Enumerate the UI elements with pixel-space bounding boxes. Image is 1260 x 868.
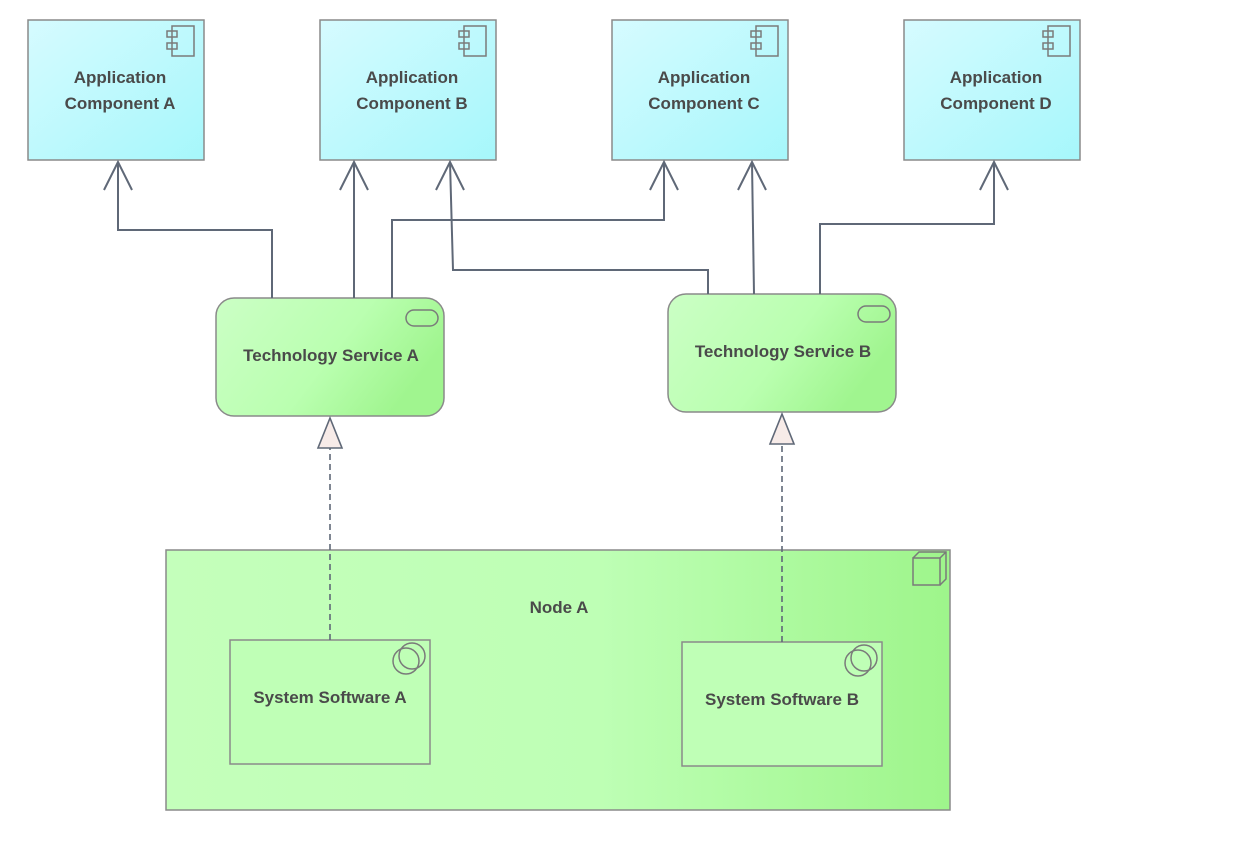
system-software-icon [844, 644, 878, 677]
component-icon [166, 25, 195, 57]
app-component-a-line2: Component A [65, 94, 176, 113]
app-component-b-line2: Component B [356, 94, 467, 113]
realization-connector[interactable] [768, 411, 796, 642]
tech-service-b[interactable]: Technology Service B [667, 293, 897, 413]
system-software-b-label: System Software B [705, 690, 859, 709]
node-label: Node A [530, 598, 589, 617]
app-component-d-line1: Application [950, 68, 1043, 87]
app-component-c[interactable]: Application Component C [611, 19, 789, 161]
serving-connector[interactable] [103, 159, 273, 298]
system-software-a[interactable]: System Software A [229, 639, 431, 765]
app-component-a[interactable]: Application Component A [27, 19, 205, 161]
serving-connector[interactable] [819, 159, 1009, 294]
serving-connector[interactable] [391, 159, 679, 298]
app-component-b[interactable]: Application Component B [319, 19, 497, 161]
app-component-b-line1: Application [366, 68, 459, 87]
system-software-icon [392, 642, 426, 675]
serving-connector[interactable] [339, 159, 369, 298]
app-component-d-line2: Component D [940, 94, 1051, 113]
tech-service-a-label: Technology Service A [243, 346, 419, 365]
service-icon [857, 305, 891, 323]
system-software-b[interactable]: System Software B [681, 641, 883, 767]
app-component-c-line1: Application [658, 68, 751, 87]
component-icon [458, 25, 487, 57]
component-icon [750, 25, 779, 57]
component-icon [1042, 25, 1071, 57]
serving-connector[interactable] [737, 159, 767, 295]
app-component-c-line2: Component C [648, 94, 759, 113]
system-software-a-label: System Software A [253, 688, 406, 707]
app-component-a-line1: Application [74, 68, 167, 87]
tech-service-a[interactable]: Technology Service A [215, 297, 445, 417]
serving-connector[interactable] [435, 159, 709, 294]
service-icon [405, 309, 439, 327]
node-icon [912, 551, 947, 586]
realization-connector[interactable] [316, 415, 344, 640]
app-component-d[interactable]: Application Component D [903, 19, 1081, 161]
tech-service-b-label: Technology Service B [695, 342, 871, 361]
